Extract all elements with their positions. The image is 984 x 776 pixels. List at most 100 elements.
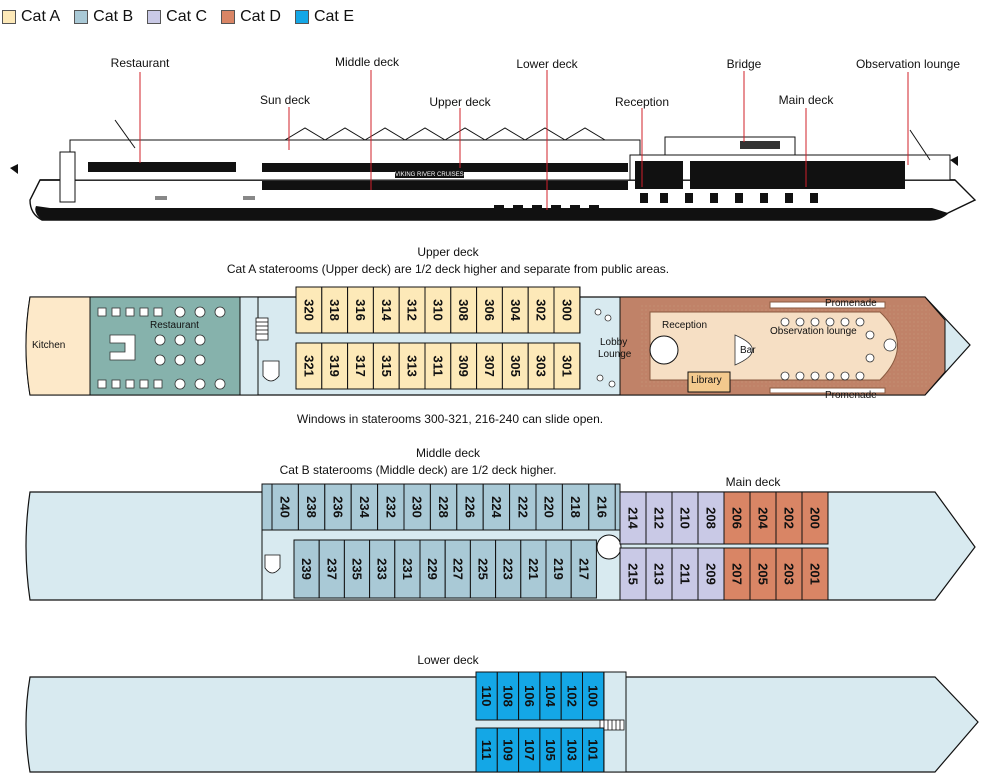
stateroom-number: 303 (534, 355, 549, 377)
stateroom-number: 202 (782, 507, 797, 529)
category-legend: Cat A Cat B Cat C Cat D Cat E (2, 5, 368, 29)
stateroom-cell (545, 539, 572, 599)
stateroom-cell (723, 547, 751, 601)
stateroom-cell (723, 491, 751, 545)
stateroom-cell (369, 539, 396, 599)
stateroom-number: 104 (543, 685, 558, 707)
stateroom-cell (476, 286, 503, 334)
stateroom-number: 205 (756, 563, 771, 585)
stateroom-cell (372, 342, 400, 390)
stateroom-cell (398, 286, 426, 334)
stateroom-cell (588, 483, 616, 531)
stateroom-number: 200 (808, 507, 823, 529)
stateroom-number: 218 (568, 496, 583, 518)
cat-d-swatch (221, 10, 236, 24)
legend-cat-d: Cat D (221, 8, 281, 26)
stateroom-number: 208 (704, 507, 719, 529)
stateroom-number: 231 (400, 558, 415, 580)
stateroom-number: 239 (299, 558, 314, 580)
stateroom-cell (775, 547, 803, 601)
stateroom-number: 106 (522, 685, 537, 707)
bar-label: Bar (740, 345, 756, 356)
legend-cat-d-label: Cat D (240, 8, 281, 25)
stateroom-number: 204 (756, 507, 771, 529)
stateroom-cell (403, 483, 431, 531)
stateroom-number: 305 (508, 355, 523, 377)
stateroom-cell (297, 483, 326, 531)
stateroom-cell (553, 286, 581, 334)
upper-deck-title: Upper deck (417, 245, 479, 259)
cat-c-swatch (147, 10, 162, 24)
stateroom-number: 228 (436, 496, 451, 518)
observation-lounge-label: Observation lounge (770, 326, 857, 337)
stateroom-number: 238 (304, 496, 319, 518)
stateroom-cell (350, 483, 379, 531)
stateroom-number: 221 (526, 558, 541, 580)
stateroom-cell (535, 483, 563, 531)
legend-cat-a: Cat A (2, 8, 60, 26)
stateroom-number: 207 (730, 563, 745, 585)
stateroom-number: 213 (652, 563, 667, 585)
stateroom-number: 233 (375, 558, 390, 580)
stateroom-number: 201 (808, 563, 823, 585)
stateroom-cell (398, 342, 426, 390)
middle-deck-title: Middle deck (415, 446, 481, 460)
legend-cat-b: Cat B (74, 8, 133, 26)
stateroom-cell (801, 491, 829, 545)
stateroom-cell (324, 483, 352, 531)
stateroom-number: 101 (586, 739, 601, 761)
ship-profile (10, 70, 977, 221)
stateroom-number: 102 (564, 685, 579, 707)
cat-e-swatch (294, 10, 309, 24)
profile-label-sun-deck: Sun deck (259, 93, 311, 107)
stateroom-number: 232 (383, 496, 398, 518)
lounge-label: Lounge (598, 349, 632, 360)
restaurant-label: Restaurant (150, 320, 199, 331)
stateroom-cell (347, 286, 374, 334)
reception-label: Reception (662, 320, 708, 331)
promenade-top-label: Promenade (825, 298, 877, 309)
stateroom-number: 103 (564, 739, 579, 761)
stateroom-number: 309 (456, 355, 471, 377)
stateroom-number: 110 (479, 686, 494, 707)
library-label: Library (691, 375, 722, 386)
bow-text: VIKING PRIDE (915, 185, 949, 191)
upper-deck-subtitle: Cat A staterooms (Upper deck) are 1/2 de… (226, 262, 670, 276)
profile-label-lower-deck: Lower deck (516, 57, 578, 71)
stateroom-number: 321 (301, 355, 316, 377)
cat-b-swatch (74, 10, 89, 24)
stateroom-number: 212 (652, 507, 667, 529)
stateroom-cell (343, 539, 371, 599)
stateroom-number: 318 (327, 299, 342, 321)
stateroom-number: 216 (595, 496, 610, 518)
stateroom-cell (570, 539, 597, 599)
profile-label-restaurant: Restaurant (110, 56, 170, 70)
stateroom-number: 237 (324, 558, 339, 580)
stateroom-cell (495, 539, 522, 599)
stateroom-number: 300 (559, 299, 574, 321)
stateroom-number: 214 (626, 507, 641, 529)
kitchen-label: Kitchen (32, 340, 66, 351)
stateroom-number: 301 (559, 355, 574, 377)
stateroom-number: 220 (542, 496, 557, 518)
profile-label-bridge: Bridge (726, 57, 762, 71)
stateroom-cell (749, 547, 777, 601)
lower-deck-title: Lower deck (417, 653, 479, 667)
main-deck-title: Main deck (725, 475, 781, 489)
stateroom-cell (671, 547, 699, 601)
stateroom-number: 211 (678, 564, 693, 585)
profile-label-main-deck: Main deck (778, 93, 834, 107)
stateroom-cell (347, 342, 374, 390)
hull-text: VIKING RIVER CRUISES (395, 172, 464, 178)
stateroom-number: 100 (586, 685, 601, 707)
stateroom-cell (293, 539, 320, 599)
profile-label-reception: Reception (614, 95, 670, 109)
stateroom-cell (527, 286, 555, 334)
stateroom-number: 312 (405, 299, 420, 321)
stateroom-number: 225 (476, 558, 491, 580)
stateroom-cell (645, 547, 673, 601)
legend-cat-e: Cat E (294, 8, 354, 26)
sliding-windows-note: Windows in staterooms 300-321, 216-240 c… (296, 412, 604, 426)
